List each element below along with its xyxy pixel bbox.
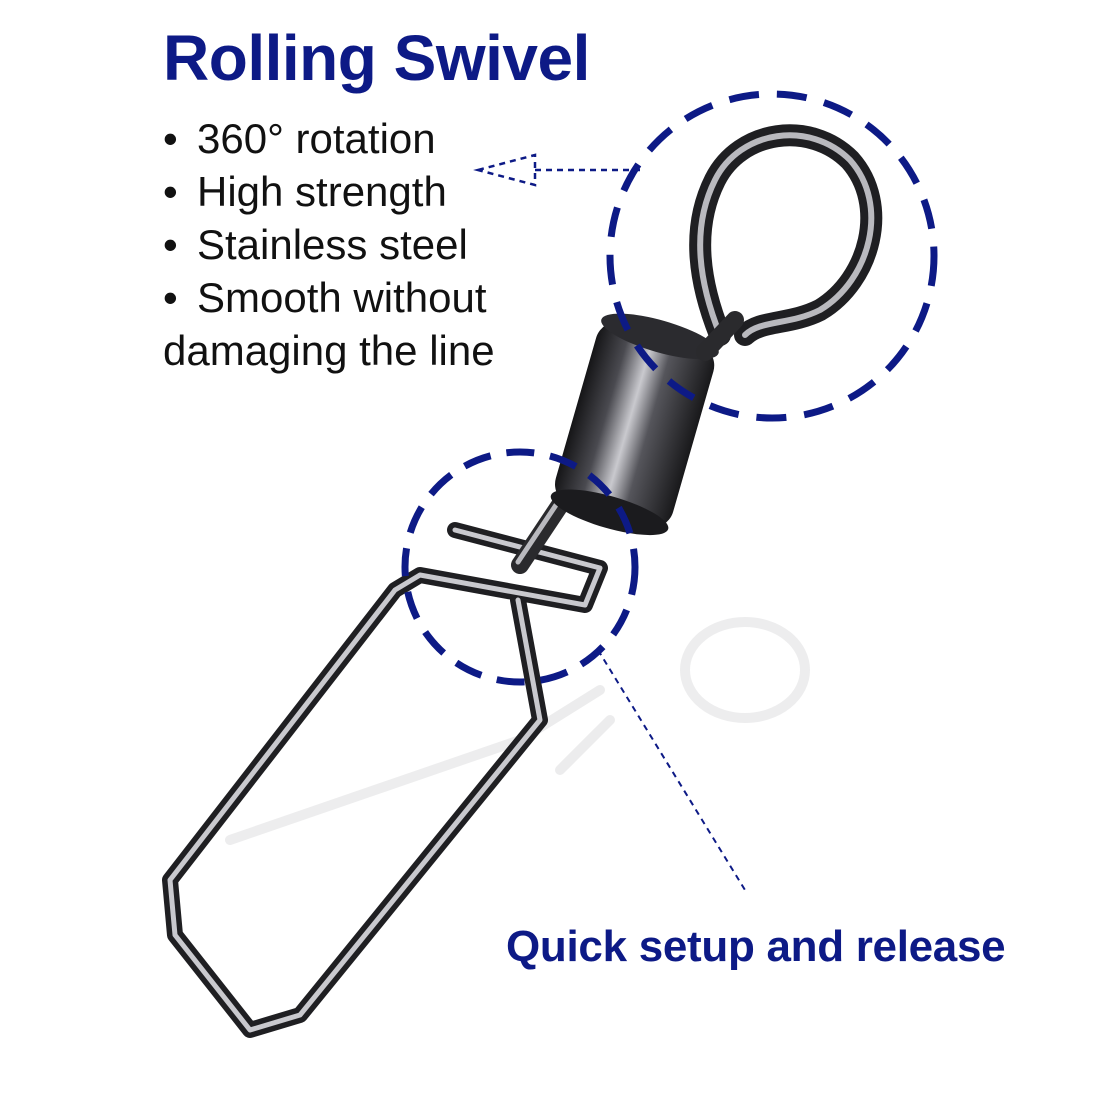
eye-callout-circle (606, 90, 938, 422)
clip-leader-line (597, 649, 746, 891)
clip-callout-label: Quick setup and release (506, 922, 1006, 971)
bullet: • (163, 221, 178, 268)
feature-text: 360° rotation (197, 115, 436, 162)
feature-text: Smooth without (197, 274, 487, 321)
clip-callout-circle (401, 448, 639, 686)
feature-text: Stainless steel (197, 221, 468, 268)
snap-clip (162, 522, 608, 1038)
page-title: Rolling Swivel (163, 22, 590, 94)
feature-text-continuation: damaging the line (163, 327, 495, 374)
bullet: • (163, 115, 178, 162)
reflection-shadow (225, 617, 810, 845)
feature-item: • High strength (163, 165, 495, 218)
feature-item: • 360° rotation (163, 112, 495, 165)
feature-list: • 360° rotation • High strength • Stainless… (163, 112, 495, 377)
bullet: • (163, 274, 178, 321)
swivel-shaft (511, 496, 569, 574)
swivel-barrel (550, 313, 719, 536)
eye-leader-arrow (473, 153, 640, 187)
feature-text: High strength (197, 168, 447, 215)
feature-item: • Smooth without damaging the line (163, 271, 495, 377)
bullet: • (163, 168, 178, 215)
swivel-eye (689, 124, 883, 361)
feature-item: • Stainless steel (163, 218, 495, 271)
